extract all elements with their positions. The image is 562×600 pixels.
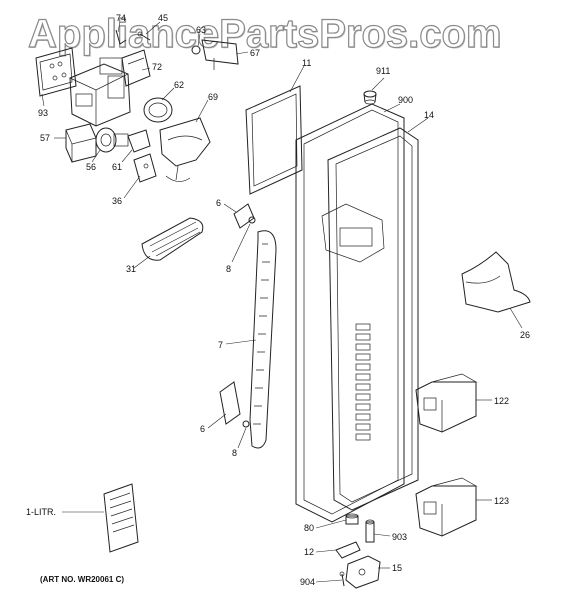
manual-1-litr[interactable] [103,483,139,553]
handle-7[interactable] [249,230,277,449]
callout-903[interactable]: 903 [392,532,407,542]
callout-56[interactable]: 56 [86,162,96,172]
callout-67[interactable]: 67 [250,48,260,58]
bracket-61[interactable] [127,129,151,153]
art-number: (ART NO. WR20061 C) [40,575,124,584]
callout-123[interactable]: 123 [494,496,509,506]
plug-8-bottom[interactable] [242,420,250,428]
funnel-69[interactable] [159,117,211,182]
callout-6-bottom[interactable]: 6 [200,424,205,434]
plug-8-top[interactable] [248,216,256,224]
callout-15[interactable]: 15 [392,563,402,573]
callout-7[interactable]: 7 [218,340,223,350]
screw-904[interactable] [339,571,345,587]
shelf-123[interactable] [415,477,478,537]
shelf-122[interactable] [415,373,478,433]
dispenser-housing-93[interactable] [35,47,77,97]
auger-motor-housing[interactable] [69,57,131,127]
grille-31[interactable] [141,217,204,261]
callout-31[interactable]: 31 [126,264,136,274]
dispenser-cover-11[interactable] [245,85,303,195]
nozzle-903[interactable] [365,519,375,543]
actuator-36[interactable] [133,153,157,183]
callout-69[interactable]: 69 [208,92,218,102]
callout-57[interactable]: 57 [40,133,50,143]
callout-45[interactable]: 45 [158,13,168,23]
plug-911[interactable] [363,90,377,105]
callout-26[interactable]: 26 [520,330,530,340]
callout-8-bottom[interactable]: 8 [232,448,237,458]
door-gasket-14[interactable] [327,127,419,511]
clip-12[interactable] [335,541,361,559]
switch-57[interactable] [65,123,97,163]
bracket-72[interactable] [121,49,151,87]
callout-6-top[interactable]: 6 [216,198,221,208]
leader-lines [41,21,523,583]
callout-900[interactable]: 900 [398,95,413,105]
callout-72[interactable]: 72 [152,62,162,72]
callout-911[interactable]: 911 [376,66,390,76]
callout-12[interactable]: 12 [304,547,314,557]
watermark: AppliancePartsPros.com [27,11,502,56]
callout-61[interactable]: 61 [112,162,122,172]
door-vents [355,323,371,441]
callout-8-top[interactable]: 8 [226,264,231,274]
callout-11[interactable]: 11 [302,58,311,68]
bracket-63-67[interactable] [191,39,239,70]
callout-labels: 74 45 63 67 72 62 69 93 57 56 61 36 11 9… [26,13,530,587]
clip-74[interactable] [115,29,127,45]
handle-mount-6-top[interactable] [233,203,255,229]
screw-45[interactable] [137,31,151,41]
callout-63[interactable]: 63 [196,25,206,35]
callout-93[interactable]: 93 [38,108,48,118]
cover-26[interactable] [461,251,531,313]
cap-80[interactable] [345,513,359,525]
callout-74[interactable]: 74 [116,13,126,23]
ring-62[interactable] [143,97,173,123]
callout-80[interactable]: 80 [304,523,314,533]
callout-122[interactable]: 122 [494,396,509,406]
housing-15[interactable] [345,555,381,589]
handle-mount-6-bottom[interactable] [219,381,241,425]
door-900[interactable] [295,103,405,523]
solenoid-56[interactable] [95,127,129,153]
callout-36[interactable]: 36 [112,196,122,206]
callout-1-litr[interactable]: 1-LITR. [26,507,56,517]
callout-14[interactable]: 14 [424,110,434,120]
callout-904[interactable]: 904 [300,577,315,587]
callout-62[interactable]: 62 [174,80,184,90]
